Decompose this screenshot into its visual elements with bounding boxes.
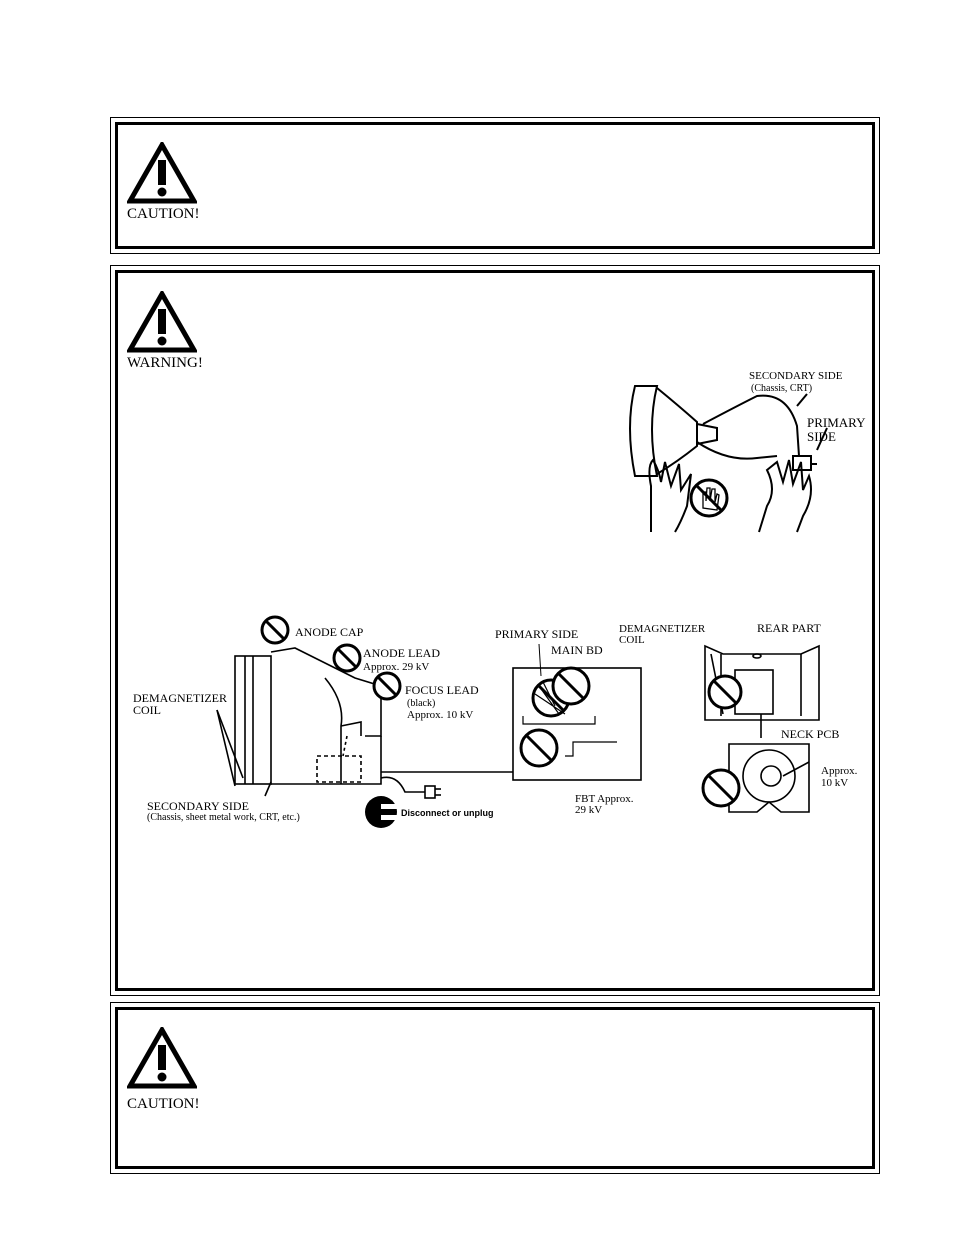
rear-demagnetizer-coil-label-line1: DEMAGNETIZER — [619, 623, 706, 635]
caution-box-bottom: CAUTION! — [110, 1002, 880, 1174]
do-not-touch-icon — [260, 615, 290, 645]
unplug-icon — [365, 796, 397, 828]
caution-box-top: CAUTION! — [110, 117, 880, 254]
demagnetizer-coil-label-line1: DEMAGNETIZER — [133, 691, 227, 705]
warning-label: WARNING! — [127, 355, 203, 371]
do-not-touch-icon — [372, 671, 402, 701]
primary-side-label-line1: PRIMARY — [807, 415, 866, 430]
rear-part-label: REAR PART — [757, 621, 822, 635]
focus-lead-label: FOCUS LEAD — [405, 683, 479, 697]
main-bd-label: MAIN BD — [551, 643, 603, 657]
disconnect-label: Disconnect or unplug — [401, 808, 494, 818]
caution-label: CAUTION! — [127, 206, 200, 222]
anode-lead-voltage-label: Approx. 29 kV — [363, 661, 429, 673]
crt-handling-figure: SECONDARY SIDE (Chassis, CRT) PRIMARY SI… — [629, 370, 866, 533]
primary-side-label-line2: SIDE — [807, 429, 836, 444]
anode-lead-label: ANODE LEAD — [363, 646, 440, 660]
do-not-touch-icon — [701, 768, 741, 808]
do-not-touch-icon — [551, 666, 591, 706]
warning-box-frame — [115, 270, 875, 991]
warning-box: WARNING! SECONDARY SIDE (Chassis, CRT) P… — [110, 265, 880, 996]
do-not-touch-icon — [519, 728, 559, 768]
fbt-label-line1: FBT Approx. — [575, 793, 634, 805]
rear-demagnetizer-coil-label-line2: COIL — [619, 634, 645, 646]
focus-lead-sub-label: (black) — [407, 698, 435, 709]
caution-box-bottom-frame — [115, 1007, 875, 1169]
do-not-touch-icon — [332, 643, 362, 673]
secondary-side-label: SECONDARY SIDE — [147, 799, 249, 813]
demagnetizer-coil-label-line2: COIL — [133, 703, 161, 717]
approx-voltage-label: 10 kV — [821, 777, 848, 789]
do-not-touch-icon — [689, 478, 729, 518]
focus-lead-voltage-label: Approx. 10 kV — [407, 709, 473, 721]
anode-cap-label: ANODE CAP — [295, 625, 364, 639]
do-not-touch-icon — [707, 674, 743, 710]
caution-label: CAUTION! — [127, 1096, 200, 1112]
warning-triangle-icon — [127, 291, 197, 353]
primary-side-label: PRIMARY SIDE — [495, 627, 578, 641]
fbt-label-line2: 29 kV — [575, 804, 602, 816]
secondary-side-sub-label: (Chassis, CRT) — [751, 383, 812, 394]
secondary-side-label: SECONDARY SIDE — [749, 370, 843, 382]
approx-label: Approx. — [821, 765, 858, 777]
chassis-high-voltage-figure: ANODE CAP ANODE LEAD Approx. 29 kV FOCUS… — [133, 615, 858, 828]
warning-triangle-icon — [127, 142, 197, 204]
neck-pcb-label: NECK PCB — [781, 727, 839, 741]
caution-box-top-frame — [115, 122, 875, 249]
warning-triangle-icon — [127, 1027, 197, 1089]
secondary-side-sub-label: (Chassis, sheet metal work, CRT, etc.) — [147, 812, 300, 823]
